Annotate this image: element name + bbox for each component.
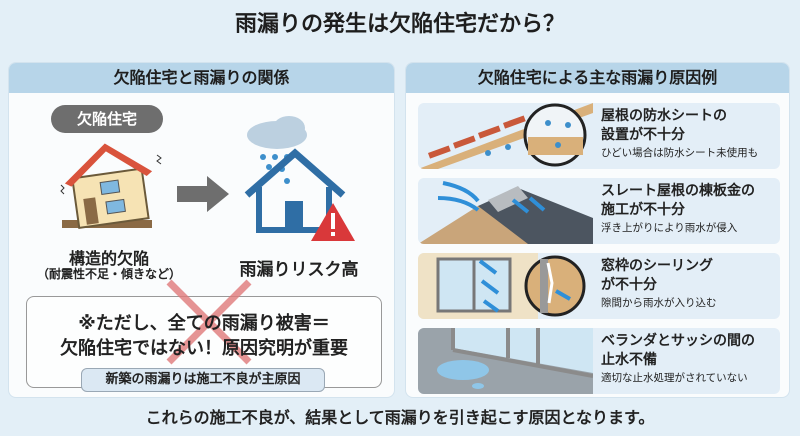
caution-line-1: ※ただし、全ての雨漏り被害＝ <box>78 313 330 334</box>
cause-examples-panel: 欠陥住宅による主な雨漏り原因例 屋根の防水シートの設置が不十分ひどい場合は防水シ… <box>405 62 790 398</box>
cause-title: 窓枠のシーリング <box>601 258 713 274</box>
arrow-right-icon <box>177 176 229 212</box>
cause-title: 屋根の防水シートの <box>601 108 727 124</box>
caution-line-2: 欠陥住宅ではない！原因究明が重要 <box>60 338 348 359</box>
cause-title: 止水不備 <box>601 352 657 368</box>
leaking-house-icon <box>244 116 355 241</box>
cause-detail: ひどい場合は防水シート未使用も <box>601 147 759 159</box>
cause-item-roof-sheet: 屋根の防水シートの設置が不十分ひどい場合は防水シート未使用も <box>418 103 780 169</box>
defective-house-tag: 欠陥住宅 <box>51 105 163 133</box>
slate-roof-illustration <box>418 181 593 244</box>
defect-relation-panel: 欠陥住宅と雨漏りの関係 欠陥住宅 構造的欠陥 （耐震性不足・傾きなど） 雨漏りリ… <box>8 62 395 398</box>
cause-title: が不十分 <box>601 277 657 293</box>
caution-subnote: 新築の雨漏りは施工不良が主原因 <box>81 368 325 392</box>
page-title: 雨漏りの発生は欠陥住宅だから？ <box>234 12 565 37</box>
panel-heading: 欠陥住宅と雨漏りの関係 <box>9 63 394 93</box>
cause-item-window-sealing: 窓枠のシーリングが不十分隙間から雨水が入り込む <box>418 253 780 319</box>
result-label: 雨漏りリスク高 <box>239 260 359 280</box>
cause-title: ベランダとサッシの間の <box>601 333 755 349</box>
window-sealing-illustration <box>418 253 586 319</box>
cause-detail: 浮き上がりにより雨水が侵入 <box>601 222 738 234</box>
cause-detail: （耐震性不足・傾きなど） <box>36 267 181 281</box>
tilted-house-icon <box>60 143 162 230</box>
cause-detail: 適切な止水処理がされていない <box>601 372 748 384</box>
footer-summary: これらの施工不良が、結果として雨漏りを引き起こす原因となります。 <box>145 408 655 427</box>
panel-heading: 欠陥住宅による主な雨漏り原因例 <box>406 63 789 93</box>
cause-item-ridge-flashing: スレート屋根の棟板金の施工が不十分浮き上がりにより雨水が侵入 <box>418 178 780 244</box>
cause-label: 構造的欠陥 <box>68 249 149 268</box>
cause-title: 設置が不十分 <box>601 127 685 143</box>
cause-title: 施工が不十分 <box>601 202 685 218</box>
cause-item-veranda-sash: ベランダとサッシの間の止水不備適切な止水処理がされていない <box>418 328 780 394</box>
cause-detail: 隙間から雨水が入り込む <box>601 297 717 309</box>
cause-title: スレート屋根の棟板金の <box>601 183 755 199</box>
cross-mark-icon <box>166 279 252 365</box>
veranda-sash-illustration <box>418 328 593 394</box>
roof-sheet-illustration <box>418 103 593 169</box>
